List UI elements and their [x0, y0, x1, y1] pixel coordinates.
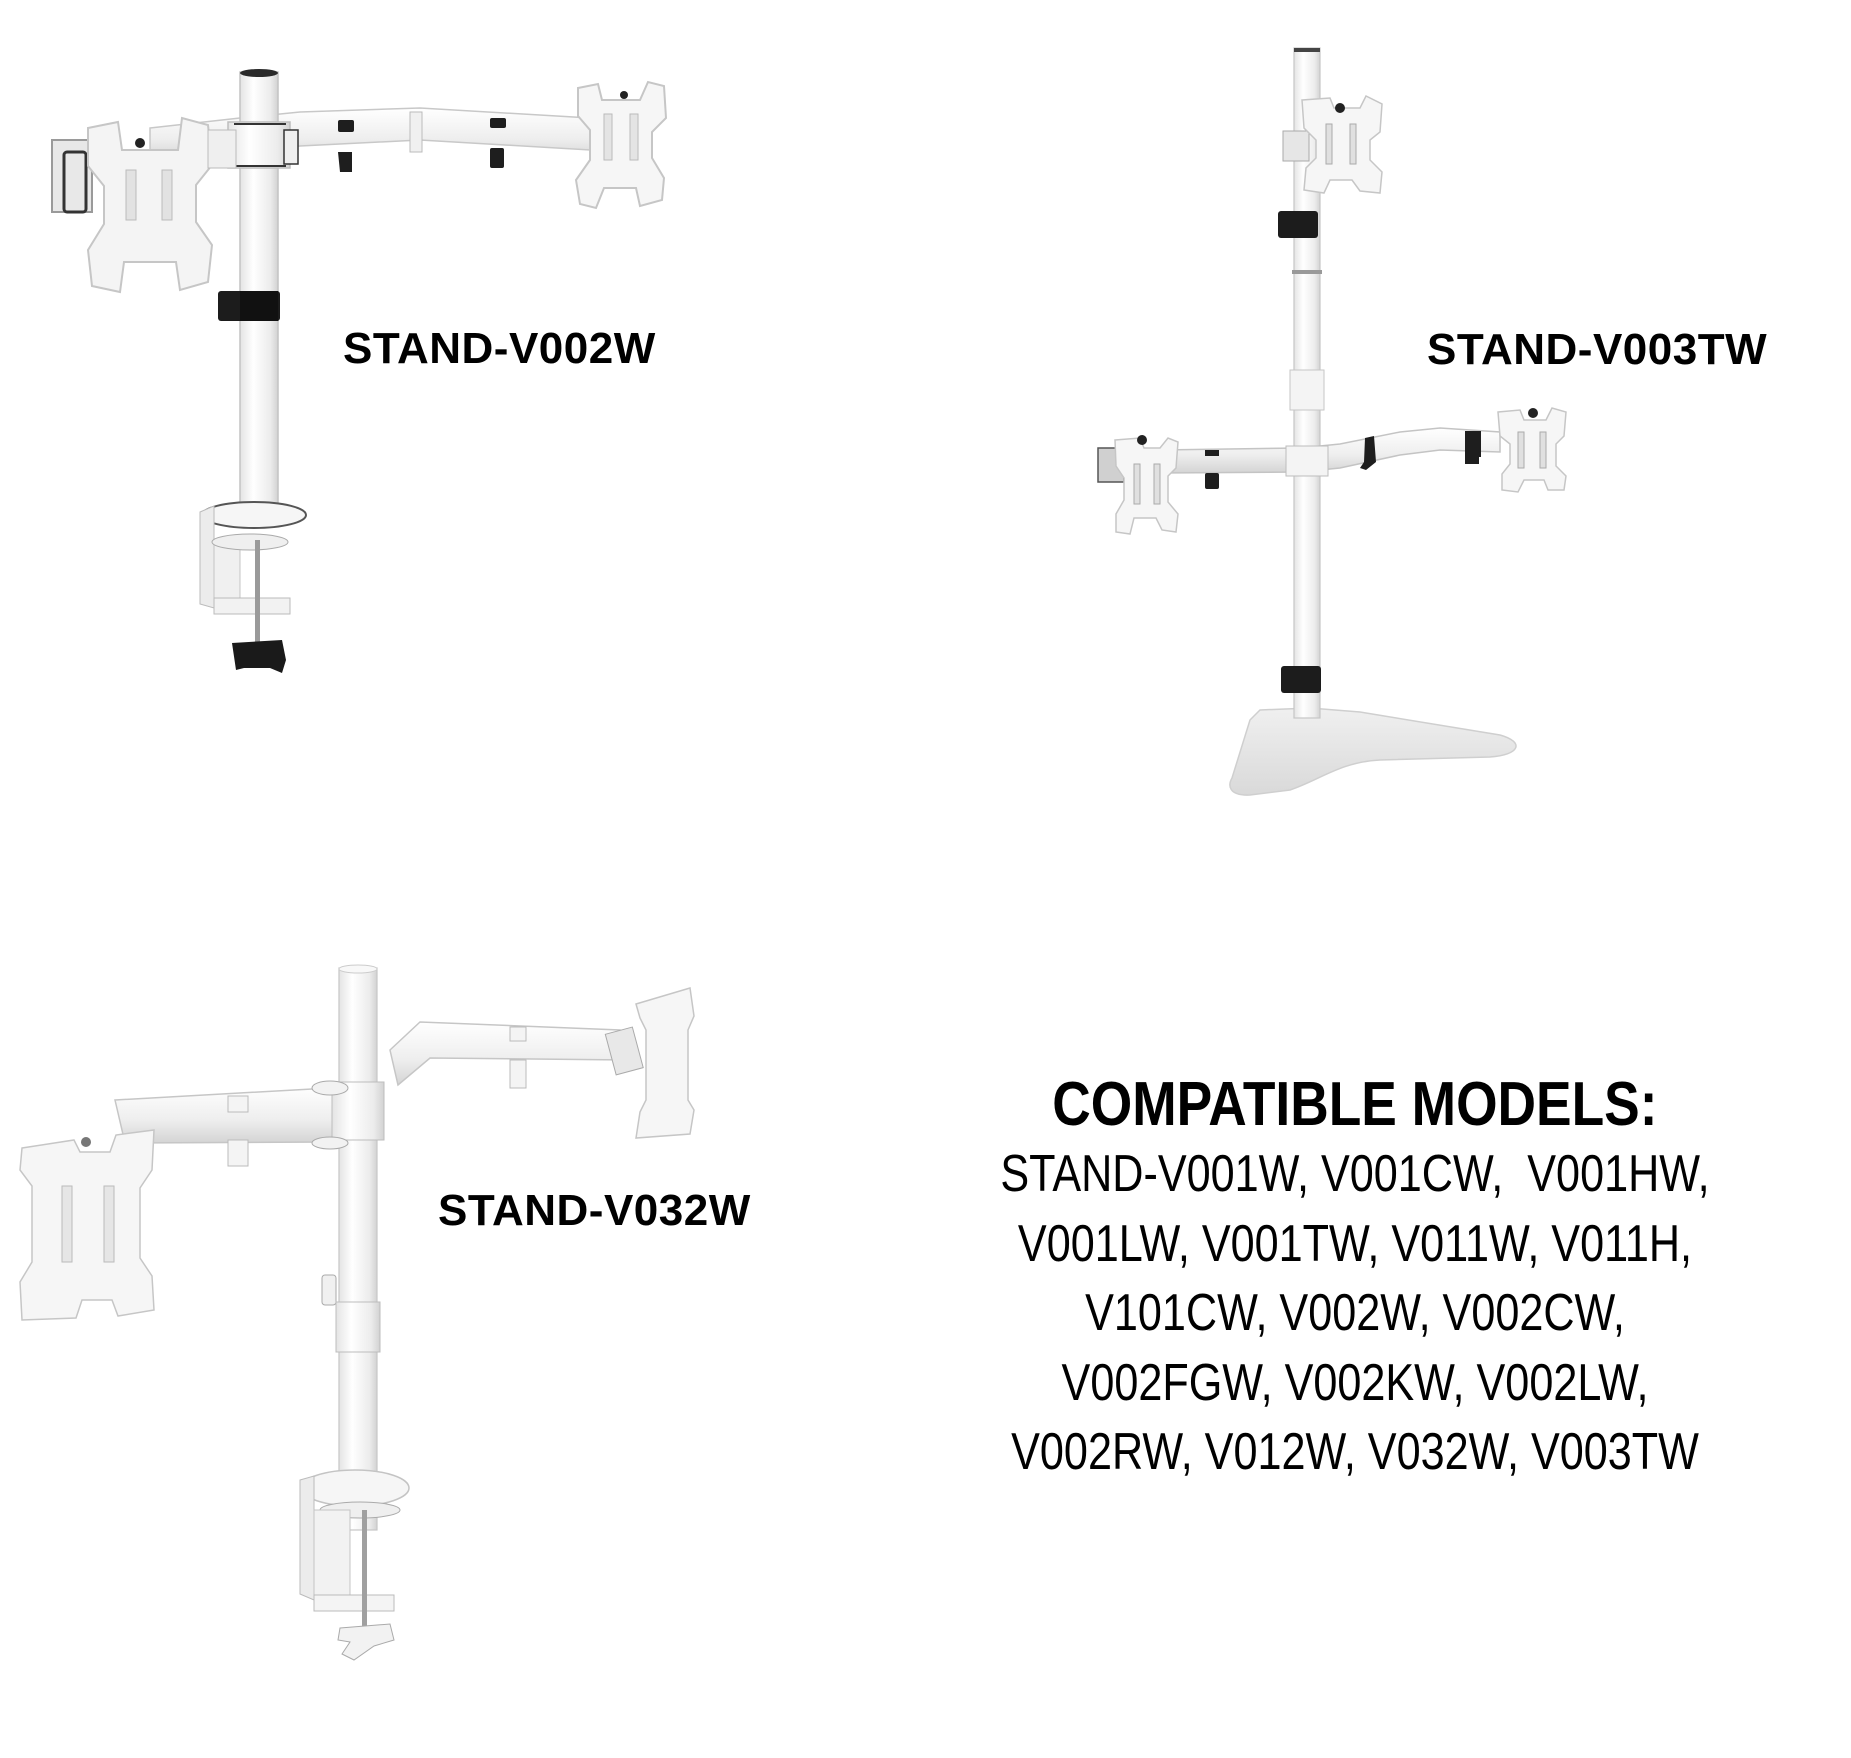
product-image-v003tw: [1097, 47, 1567, 796]
clamp-knob-icon: [337, 1623, 395, 1661]
vesa-plate-left-icon: [86, 116, 214, 294]
compatible-models-section: COMPATIBLE MODELS: STAND-V001W, V001CW, …: [905, 1070, 1805, 1488]
vesa-plate-left-icon: [19, 1129, 155, 1321]
stand-base-icon: [1229, 707, 1517, 796]
product-label-v032w: STAND-V032W: [438, 1186, 751, 1235]
vesa-plate-right-icon: [1497, 407, 1567, 493]
compatible-models-title-row: COMPATIBLE MODELS:: [905, 1070, 1805, 1140]
compatible-models-line: V002FGW, V002KW, V002LW,: [1061, 1353, 1649, 1412]
compatible-models-line: V001LW, V001TW, V011W, V011H,: [1017, 1214, 1693, 1273]
compatible-models-list: STAND-V001W, V001CW, V001HW, V001LW, V00…: [905, 1140, 1805, 1488]
vesa-plate-right-icon: [635, 987, 695, 1139]
clamp-disc-icon: [300, 1469, 410, 1507]
compatible-models-line: V101CW, V002W, V002CW,: [1085, 1284, 1625, 1342]
vesa-plate-left-icon: [1114, 437, 1179, 535]
cable-clip-icon: [1278, 211, 1318, 238]
cable-clip-icon: [1281, 666, 1321, 693]
product-image-v032w: [19, 964, 695, 1661]
vesa-plate-right-icon: [574, 80, 668, 210]
arm-icon: [389, 1021, 629, 1087]
cable-clip-icon: [321, 1274, 337, 1306]
product-image-v002w: [51, 69, 668, 673]
pole-icon: [338, 967, 378, 1531]
product-label-v002w: STAND-V002W: [343, 324, 656, 373]
compatible-models-title: COMPATIBLE MODELS:: [1052, 1070, 1658, 1139]
clamp-disc-icon: [201, 501, 307, 529]
vesa-plate-top-icon: [1301, 94, 1383, 194]
compatible-models-line: V002RW, V012W, V032W, V003TW: [1011, 1423, 1699, 1481]
compatible-models-line: STAND-V001W, V001CW, V001HW,: [1000, 1145, 1710, 1203]
product-label-v003tw: STAND-V003TW: [1427, 325, 1768, 374]
clamp-knob-icon: [232, 640, 286, 673]
